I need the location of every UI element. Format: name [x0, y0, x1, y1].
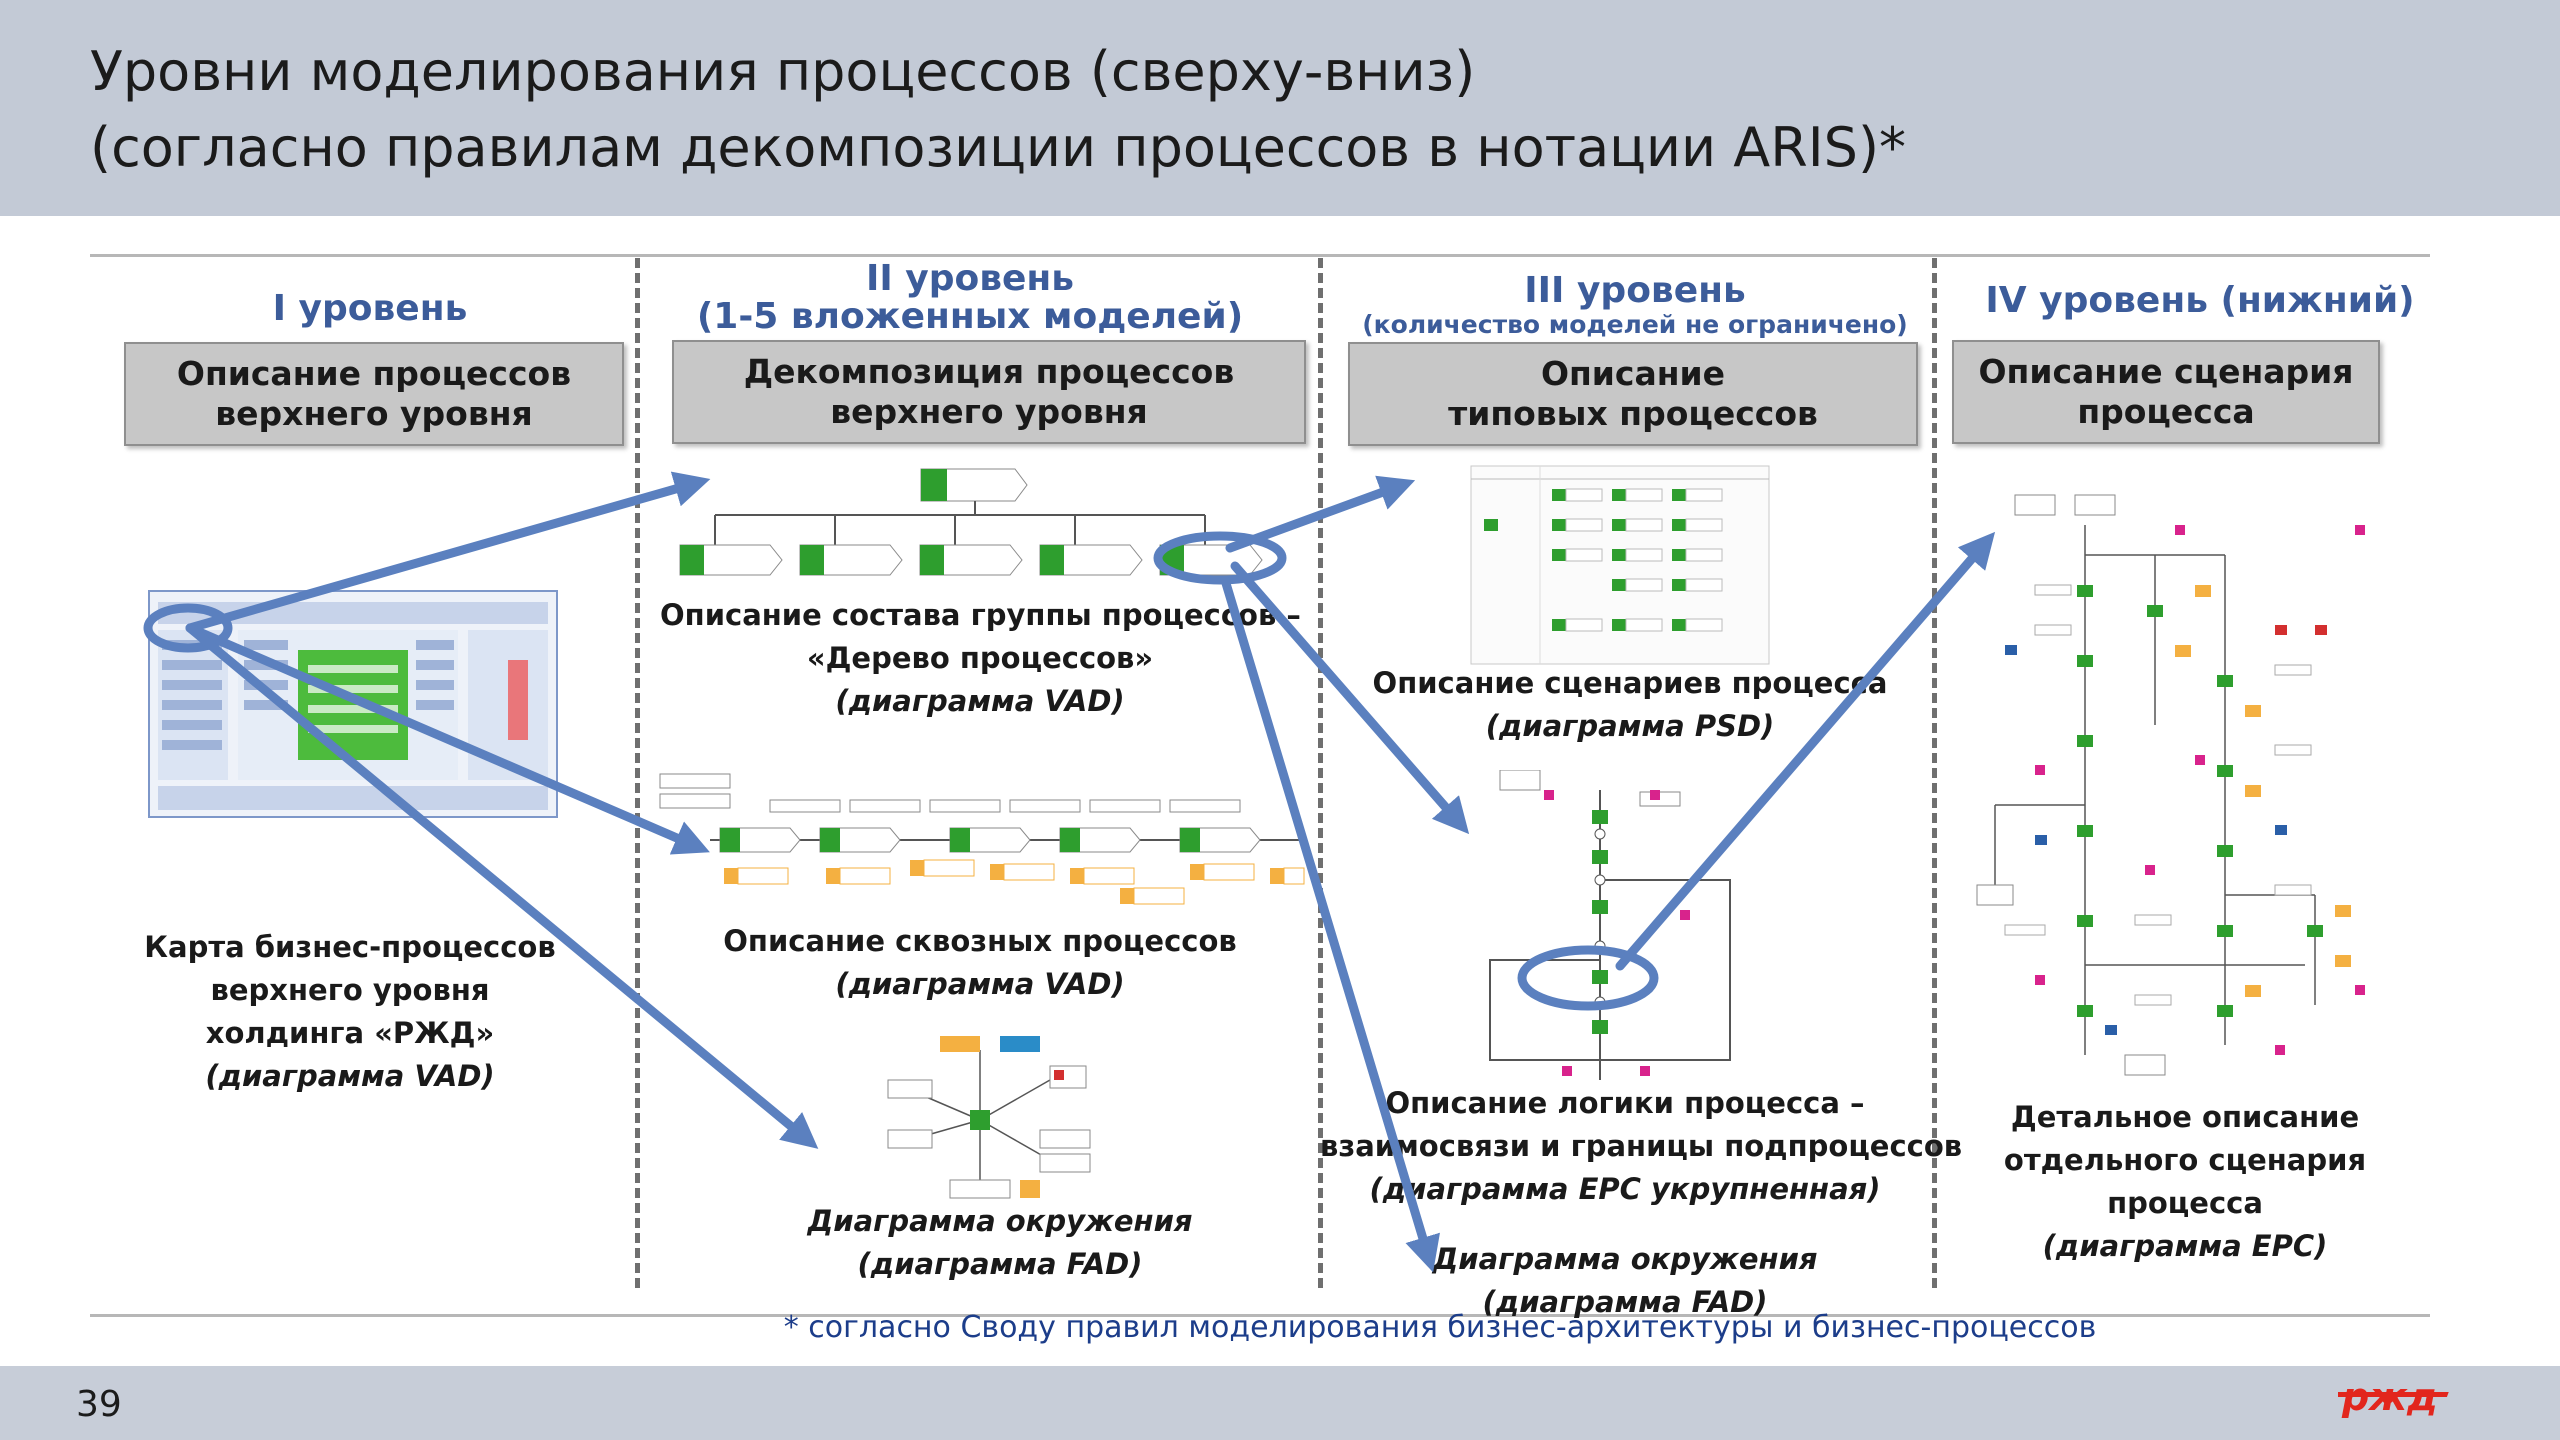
epc-logic-thumbnail: [1480, 770, 1740, 1090]
separator-1: [635, 258, 640, 1288]
arrow-to-logic: [1230, 561, 1470, 835]
rzd-logo: ржд: [2338, 1372, 2458, 1422]
separator-2: [1318, 258, 1323, 1288]
arrow-to-l2-environment: [185, 623, 819, 1149]
highlight-ellipse-tree: [1153, 531, 1287, 585]
caption-l3-environment: Диаграмма окружения (диаграмма FAD): [1432, 1242, 1818, 1319]
level-2-heading: II уровень: [865, 258, 1075, 299]
highlight-ellipse-logic: [1517, 945, 1659, 1011]
slide-title-line-2: (согласно правилам декомпозиции процессо…: [90, 116, 1907, 179]
arrow-to-through: [185, 623, 710, 855]
caption-process-map: Карта бизнес-процессов верхнего уровня х…: [144, 930, 556, 1093]
caption-process-tree: Описание состава группы процессов – «Дер…: [660, 598, 1301, 718]
process-tree-thumbnail: [675, 465, 1275, 585]
caption-detail: Детальное описание отдельного сценария п…: [2003, 1100, 2367, 1263]
highlight-ellipse-map: [143, 603, 233, 653]
epc-detail-thumbnail: [1975, 485, 2395, 1085]
level-3-box: Описание типовых процессов: [1348, 342, 1918, 446]
level-2-subheading: (1-5 вложенных моделей): [696, 296, 1244, 337]
caption-scenario: Описание сценариев процесса (диаграмма P…: [1372, 666, 1888, 743]
level-3-heading: III уровень: [1524, 270, 1746, 311]
environment-diagram-thumbnail: [880, 1030, 1120, 1205]
caption-logic: Описание логики процесса – взаимосвязи и…: [1320, 1086, 1963, 1206]
arrow-to-tree: [185, 471, 711, 633]
through-process-thumbnail: [650, 770, 1310, 920]
page-number: 39: [76, 1384, 122, 1425]
arrow-to-l3-environment: [1220, 575, 1440, 1273]
level-3-subheading: (количество моделей не ограничено): [1362, 310, 1908, 339]
scenario-diagram-thumbnail: [1470, 465, 1770, 665]
level-1-heading: I уровень: [272, 288, 468, 329]
separator-3: [1932, 258, 1937, 1288]
arrow-to-detail: [1615, 531, 1996, 971]
top-rule: [90, 254, 2430, 257]
level-1-box: Описание процессов верхнего уровня: [124, 342, 624, 446]
level-2-box: Декомпозиция процессов верхнего уровня: [672, 340, 1306, 444]
level-4-box: Описание сценария процесса: [1952, 340, 2380, 444]
slide-title-line-1: Уровни моделирования процессов (сверху-в…: [90, 40, 1476, 103]
bottom-rule: [90, 1314, 2430, 1317]
caption-through-process: Описание сквозных процессов (диаграмма V…: [723, 924, 1237, 1001]
footnote: * согласно Своду правил моделирования би…: [783, 1310, 2097, 1345]
process-map-thumbnail: [148, 590, 558, 818]
arrow-to-scenario: [1225, 475, 1416, 553]
title-bar: [0, 0, 2560, 216]
caption-l2-environment: Диаграмма окружения (диаграмма FAD): [807, 1204, 1193, 1281]
level-4-heading: IV уровень (нижний): [1985, 280, 2415, 321]
footer-bar: [0, 1366, 2560, 1440]
